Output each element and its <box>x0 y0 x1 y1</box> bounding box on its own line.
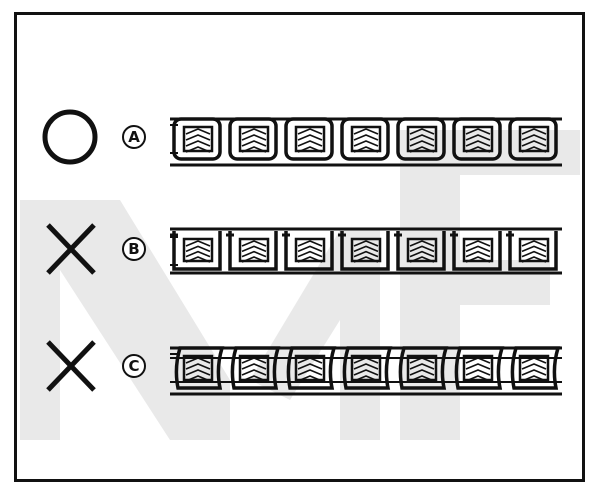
pad-pattern-c <box>170 346 562 396</box>
row-letter-label: B <box>122 237 146 261</box>
row-a: A <box>40 105 570 185</box>
pad-pattern-a <box>170 117 562 167</box>
cross-mark-icon <box>46 340 96 392</box>
row-letter-label: C <box>122 354 146 378</box>
circle-mark-icon <box>42 109 98 165</box>
row-c: C <box>40 334 570 414</box>
pad-pattern-b <box>170 227 562 275</box>
cross-mark-icon <box>46 223 96 275</box>
diagram-frame <box>14 12 585 482</box>
row-b: B <box>40 217 570 297</box>
row-letter-label: A <box>122 125 146 149</box>
